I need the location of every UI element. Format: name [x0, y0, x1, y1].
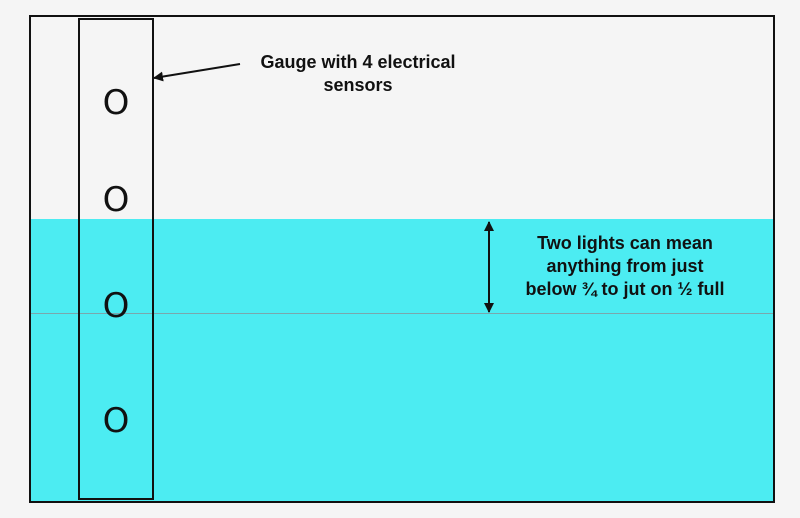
- gauge: O O O O: [78, 18, 154, 500]
- sensor-2: O: [102, 180, 130, 220]
- range-label-line-2: anything from just: [546, 256, 704, 276]
- pointer-arrow: [153, 63, 241, 82]
- gauge-label-line-2: sensors: [323, 75, 393, 95]
- range-label-line-1: Two lights can mean: [537, 233, 713, 253]
- range-label-line-3: below ¾ to jut on ½ full: [525, 279, 725, 299]
- range-label: Two lights can mean anything from just b…: [495, 232, 755, 301]
- sensor-3: O: [102, 286, 130, 326]
- sensor-1: O: [102, 83, 130, 123]
- water-fill: [31, 219, 773, 501]
- half-full-line: [31, 313, 773, 314]
- sensor-4: O: [102, 401, 130, 441]
- gauge-label: Gauge with 4 electrical sensors: [240, 51, 476, 97]
- gauge-label-line-1: Gauge with 4 electrical: [260, 52, 456, 72]
